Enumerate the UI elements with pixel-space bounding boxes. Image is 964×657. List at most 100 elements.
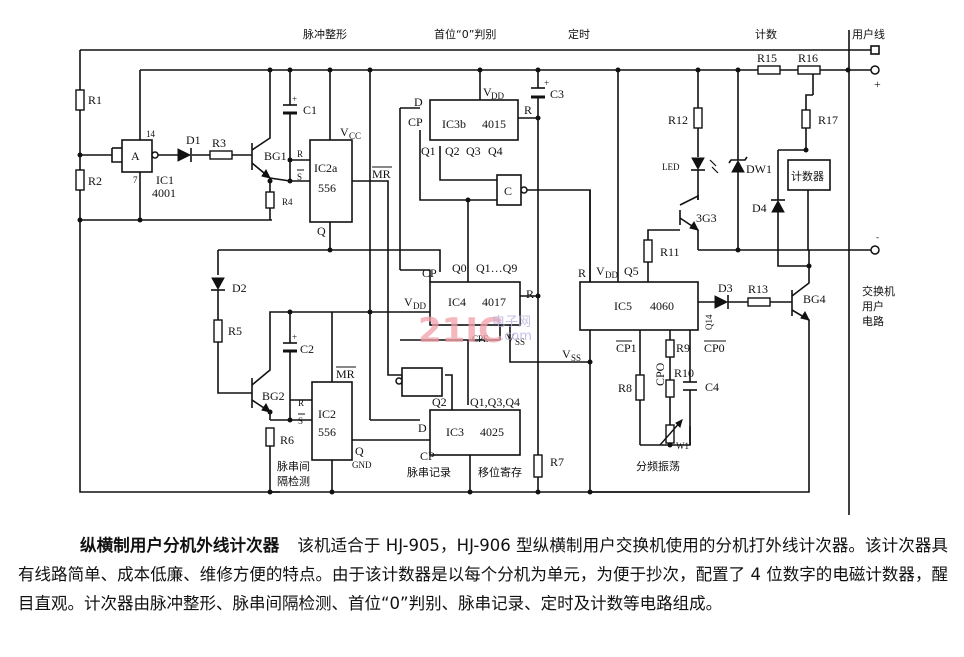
caption: 纵横制用户分机外线计次器该机适合于 HJ-905，HJ-906 型纵横制用户交换… bbox=[18, 531, 948, 618]
svg-text:IC1: IC1 bbox=[156, 173, 174, 187]
svg-text:Q1…Q9: Q1…Q9 bbox=[476, 261, 517, 275]
transistor-bg1-arrow bbox=[261, 169, 271, 179]
svg-text:V: V bbox=[596, 264, 605, 278]
diodes: D1 D2 D3 D4 DW1 LED bbox=[177, 133, 785, 309]
label-pulse-interval-1: 脉串间 bbox=[277, 459, 310, 473]
resistor-r5 bbox=[213, 319, 223, 343]
svg-text:Q0: Q0 bbox=[452, 261, 467, 275]
terminal-minus-label: - bbox=[876, 232, 879, 242]
svg-text:21IC: 21IC bbox=[418, 311, 503, 351]
label-r2: R2 bbox=[88, 174, 102, 188]
label-r15: R15 bbox=[757, 51, 777, 65]
resistor-r11 bbox=[643, 239, 653, 263]
svg-text:556: 556 bbox=[318, 181, 336, 195]
svg-text:CPE: CPE bbox=[472, 334, 489, 344]
svg-text:IC3: IC3 bbox=[446, 425, 464, 439]
svg-text:Q2: Q2 bbox=[445, 144, 460, 158]
resistor-r1 bbox=[75, 89, 85, 111]
resistor-r9 bbox=[665, 339, 675, 358]
label-exchange-3: 电路 bbox=[862, 315, 884, 328]
ic3-gate: IC3 4025 D CP Q2 Q1,Q3,Q4 bbox=[418, 395, 521, 463]
resistor-r13 bbox=[747, 297, 771, 307]
svg-text:Q: Q bbox=[355, 444, 364, 458]
svg-text:Q1: Q1 bbox=[421, 144, 436, 158]
svg-text:S: S bbox=[297, 172, 302, 182]
wires bbox=[79, 30, 875, 515]
svg-text:4060: 4060 bbox=[650, 299, 674, 313]
svg-text:CPO: CPO bbox=[653, 362, 667, 386]
svg-text:IC4: IC4 bbox=[448, 295, 466, 309]
resistors: R1 R2 R3 R4 R5 R6 R7 R8 R9 R10 R11 R12 R… bbox=[75, 51, 838, 478]
nand-gate bbox=[395, 367, 443, 397]
svg-text:V: V bbox=[562, 347, 571, 361]
svg-text:计数器: 计数器 bbox=[791, 170, 824, 183]
label-r16: R16 bbox=[798, 51, 818, 65]
caption-title: 纵横制用户分机外线计次器 bbox=[80, 536, 280, 555]
svg-text:14: 14 bbox=[146, 129, 156, 139]
label-first-digit-zero: 首位“0”判别 bbox=[434, 27, 496, 41]
label-r11: R11 bbox=[660, 245, 680, 259]
label-bg4: BG4 bbox=[803, 292, 826, 306]
resistor-r4 bbox=[265, 191, 275, 209]
svg-text:DD: DD bbox=[491, 91, 504, 101]
svg-text:4025: 4025 bbox=[480, 425, 504, 439]
ic2-timer: IC2 556 R S MR Q GND bbox=[298, 366, 372, 470]
svg-text:D: D bbox=[414, 95, 423, 109]
svg-text:Q5: Q5 bbox=[624, 264, 639, 278]
label-d2: D2 bbox=[232, 281, 247, 295]
svg-text:IC2a: IC2a bbox=[314, 161, 338, 175]
label-exchange-2: 用户 bbox=[862, 299, 884, 313]
label-r12: R12 bbox=[668, 113, 688, 127]
label-r7: R7 bbox=[550, 455, 564, 469]
svg-text:4001: 4001 bbox=[152, 186, 176, 200]
resistor-r12 bbox=[693, 107, 703, 129]
diode-d2 bbox=[211, 277, 225, 291]
svg-text:IC3b: IC3b bbox=[442, 117, 466, 131]
label-r10: R10 bbox=[674, 366, 694, 380]
svg-text:SS: SS bbox=[515, 337, 525, 347]
label-d4: D4 bbox=[752, 201, 767, 215]
label-pulse-record: 脉串记录 bbox=[407, 465, 451, 479]
svg-text:CP: CP bbox=[422, 266, 437, 280]
label-pulse-shaping: 脉冲整形 bbox=[303, 27, 347, 41]
svg-text:S: S bbox=[298, 416, 303, 426]
circuit-schematic: 脉冲整形 首位“0”判别 定时 计数 用户线 bbox=[75, 27, 895, 515]
svg-text:Q1,Q3,Q4: Q1,Q3,Q4 bbox=[470, 395, 520, 409]
label-timing: 定时 bbox=[568, 27, 590, 41]
svg-text:CP: CP bbox=[420, 449, 435, 463]
svg-text:IC2: IC2 bbox=[318, 407, 336, 421]
svg-text:MR: MR bbox=[372, 167, 391, 181]
svg-text:V: V bbox=[506, 331, 515, 345]
transistor-bg4-arrow bbox=[800, 311, 810, 321]
label-c3: C3 bbox=[550, 87, 564, 101]
svg-text:IC5: IC5 bbox=[614, 299, 632, 313]
svg-text:MR: MR bbox=[336, 367, 355, 381]
label-r4: R4 bbox=[282, 197, 293, 207]
c1-plus: + bbox=[292, 94, 297, 104]
svg-text:A: A bbox=[131, 149, 140, 163]
resistor-r6 bbox=[265, 427, 275, 447]
svg-text:556: 556 bbox=[318, 425, 336, 439]
label-bg2: BG2 bbox=[262, 389, 285, 403]
label-c1: C1 bbox=[303, 103, 317, 117]
resistor-r2 bbox=[75, 169, 85, 191]
svg-text:DD: DD bbox=[413, 301, 426, 311]
diode-d4 bbox=[771, 199, 785, 213]
terminal-plus-label: + bbox=[874, 77, 881, 91]
svg-text:R: R bbox=[578, 266, 586, 280]
c3-plus: + bbox=[544, 78, 549, 88]
svg-text:Q2: Q2 bbox=[432, 395, 447, 409]
caption-body: 该机适合于 HJ-905，HJ-906 型纵横制用户交换机使用的分机打外线计次器… bbox=[18, 536, 948, 613]
label-d3: D3 bbox=[718, 281, 733, 295]
svg-text:V: V bbox=[340, 125, 349, 139]
terminal-line bbox=[870, 45, 880, 55]
svg-text:R: R bbox=[297, 149, 303, 159]
led bbox=[691, 157, 705, 171]
svg-text:C: C bbox=[504, 184, 512, 198]
label-r9: R9 bbox=[676, 341, 690, 355]
gate-c: C bbox=[496, 174, 528, 206]
svg-text:CP1: CP1 bbox=[616, 341, 637, 355]
svg-text:7: 7 bbox=[133, 175, 138, 185]
label-w1: W1 bbox=[676, 441, 689, 451]
